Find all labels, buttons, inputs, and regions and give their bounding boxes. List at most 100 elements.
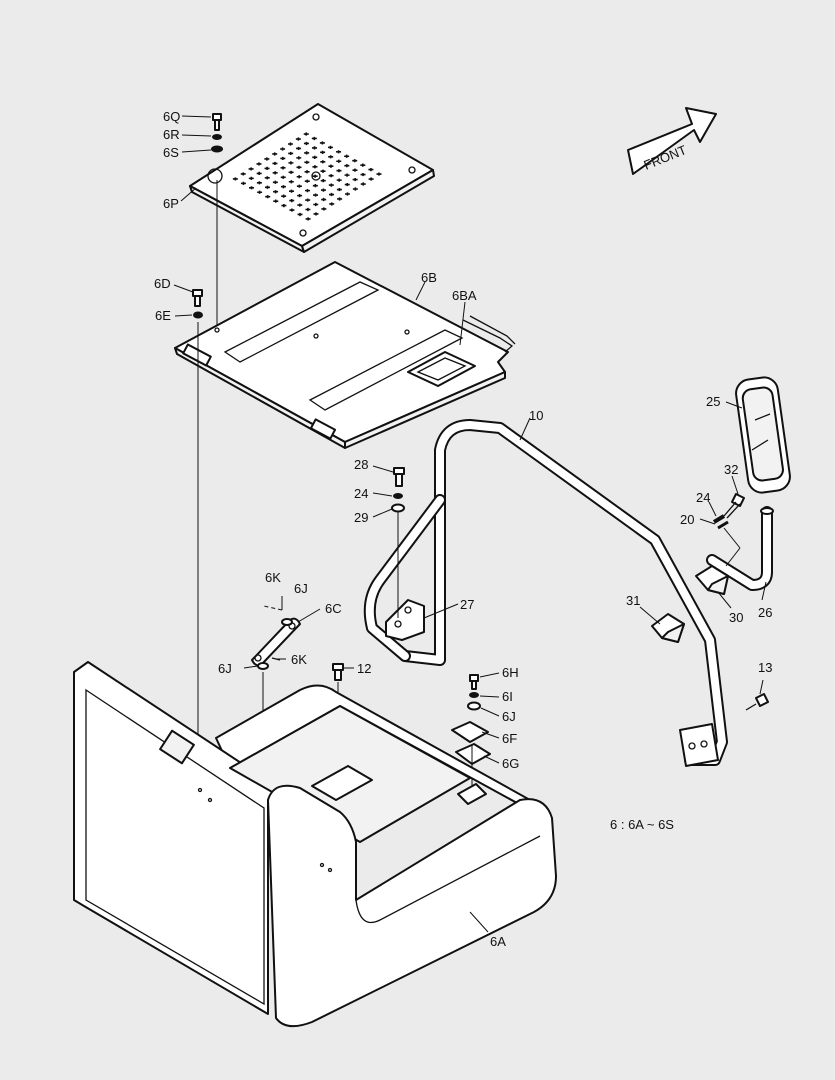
plate-hole	[280, 147, 286, 151]
bar-10	[363, 419, 728, 767]
plate-hole	[280, 185, 286, 189]
plate-hole	[368, 177, 374, 181]
washer-6s	[211, 145, 223, 153]
plate-hole	[352, 187, 358, 191]
plate-hole	[337, 197, 343, 201]
plate-hole	[319, 141, 325, 145]
plate-hole	[249, 186, 255, 190]
plate-hole	[272, 180, 278, 184]
plate-hole	[289, 189, 295, 193]
callout-6i: 6I	[502, 689, 513, 704]
top-plate-6p	[189, 103, 435, 253]
washer-24	[393, 493, 403, 499]
plate-hole	[248, 167, 254, 171]
plate-hole	[289, 199, 295, 203]
plate-hole	[344, 192, 350, 196]
callout-24: 24	[354, 486, 368, 501]
plate-hole	[376, 172, 382, 176]
plate-hole	[305, 207, 311, 212]
callout-6b: 6B	[421, 270, 437, 285]
plate-hole	[296, 175, 302, 179]
plate-hole	[352, 168, 358, 172]
plate-hole	[296, 165, 302, 169]
bolt-28	[393, 467, 405, 487]
plate-hole	[336, 159, 342, 163]
plate-hole	[248, 176, 254, 180]
plate-hole	[257, 190, 263, 194]
cover-6b	[174, 261, 516, 449]
plate-hole	[305, 217, 311, 221]
plate-hole	[256, 162, 262, 166]
plate-hole	[287, 142, 293, 146]
callout-12: 12	[357, 661, 371, 676]
plate-hole	[281, 194, 287, 198]
plate-hole	[240, 181, 246, 185]
plate-hole	[321, 207, 327, 211]
plate-hole	[265, 195, 271, 199]
callout-6k-top: 6K	[265, 570, 281, 585]
console-6a	[73, 661, 557, 1028]
plate-hole	[328, 155, 334, 159]
callout-32: 32	[724, 462, 738, 477]
plate-hole	[280, 156, 286, 161]
washer-6e	[193, 311, 203, 319]
callout-6ba: 6BA	[452, 288, 477, 303]
callout-6d: 6D	[154, 276, 171, 291]
callout-26: 26	[758, 605, 772, 620]
plate-hole	[304, 179, 310, 183]
plate-hole	[272, 161, 278, 166]
plate-hole-grid	[232, 132, 382, 221]
plate-hole	[304, 189, 310, 193]
bolt-12	[332, 663, 344, 681]
clamp-31	[651, 613, 685, 643]
plate-hole	[256, 171, 262, 175]
plate-hole	[320, 169, 326, 173]
bolt-6q	[212, 113, 222, 131]
assembly-note: 6 : 6A ~ 6S	[610, 817, 674, 832]
callout-6f: 6F	[502, 731, 517, 746]
plate-hole	[312, 165, 318, 169]
plate-hole	[320, 188, 326, 192]
plate-hole	[320, 179, 326, 183]
plate-hole	[297, 212, 303, 217]
plate-hole	[264, 176, 270, 180]
plate-hole	[295, 137, 301, 141]
plate-hole	[368, 167, 374, 172]
plate-hole	[240, 172, 246, 176]
plate-hole	[336, 169, 342, 173]
plate-hole	[344, 182, 350, 187]
plate-hole	[320, 150, 326, 154]
plate-hole	[328, 174, 334, 178]
plate-hole	[280, 166, 286, 170]
mirror-stay-26	[706, 506, 774, 591]
callout-6h: 6H	[502, 665, 519, 680]
callout-6s: 6S	[163, 145, 179, 160]
callout-labels: 6Q 6R 6S 6P 6D 6E 6B 6BA 10 25 28 24 29 …	[154, 109, 772, 949]
washer-24b	[712, 514, 726, 524]
plate-hole	[329, 202, 335, 206]
plate-hole	[327, 145, 333, 149]
callout-6p: 6P	[163, 196, 179, 211]
plate-hole	[336, 187, 342, 192]
plate-hole	[289, 208, 295, 212]
plate-hole	[273, 199, 279, 203]
plate-hole	[296, 156, 302, 160]
washer-6j-top	[281, 618, 293, 626]
plate-hole	[312, 184, 318, 188]
callout-6a: 6A	[490, 934, 506, 949]
plate-hole	[264, 166, 270, 171]
washer-6j-left	[257, 662, 269, 670]
callout-31: 31	[626, 593, 640, 608]
callout-6g: 6G	[502, 756, 519, 771]
plate-hole	[336, 150, 342, 154]
plate-hole	[320, 160, 326, 164]
plate-hole	[344, 154, 350, 158]
plate-hole	[296, 146, 302, 151]
plate-hole	[305, 198, 311, 202]
plate-hole	[304, 151, 310, 155]
callout-24b: 24	[696, 490, 710, 505]
callout-6k-right: 6K	[291, 652, 307, 667]
plate-hole	[336, 178, 342, 182]
